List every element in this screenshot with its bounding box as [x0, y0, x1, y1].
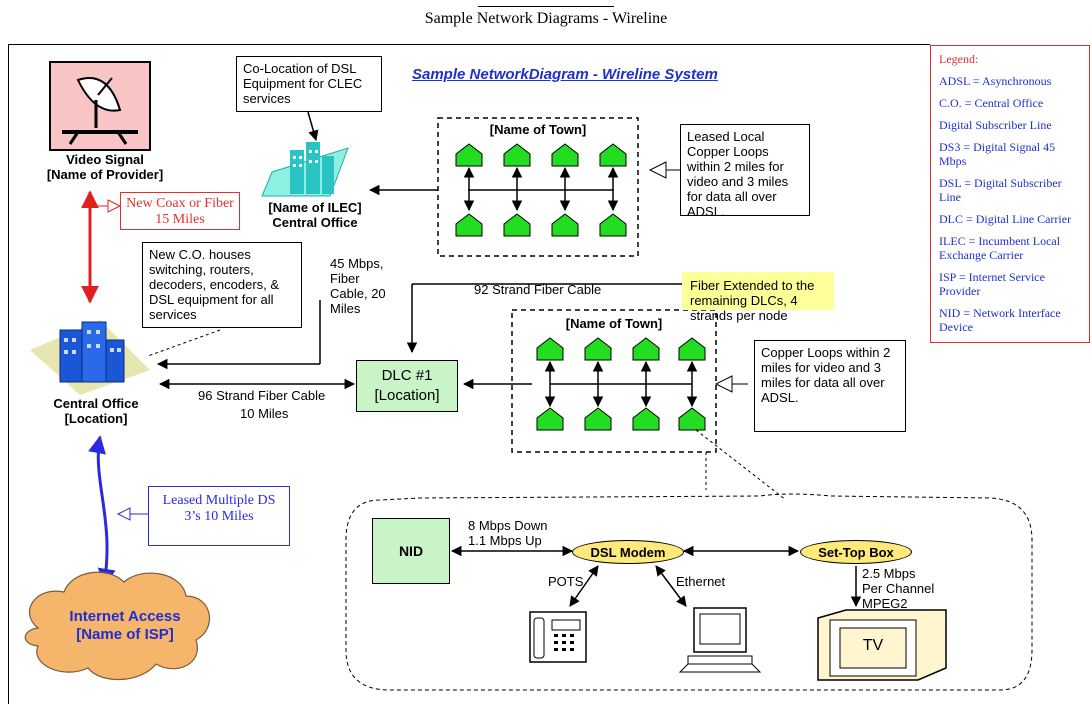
ethernet-label: Ethernet [676, 574, 726, 589]
frame-top [8, 44, 930, 45]
tv-rate-line3: MPEG2 [862, 596, 908, 611]
legend-item: ILEC = Incumbent Local Exchange Carrier [939, 234, 1061, 262]
town1-title: [Name of Town] [489, 122, 587, 137]
legend-item: DS3 = Digital Signal 45 Mbps [939, 140, 1056, 168]
nid-node: NID [372, 518, 450, 584]
pots-label: POTS [548, 574, 584, 589]
satellite-dish-icon [49, 61, 151, 151]
ilec-name: [Name of ILEC] [268, 200, 362, 215]
leased-ds3-callout: Leased Multiple DS 3’s 10 Miles [148, 486, 290, 546]
legend-item: DLC = Digital Line Carrier [939, 212, 1072, 226]
tv-icon [817, 609, 947, 681]
legend-item: ADSL = Asynchronous [939, 74, 1052, 88]
town2-boundary [511, 309, 717, 453]
central-office-location: [Location] [64, 411, 128, 426]
computer-icon [678, 607, 762, 673]
page-title: Sample Network Diagrams - Wireline [424, 10, 668, 27]
dlc-location: [Location] [374, 387, 440, 404]
miles10-label: 10 Miles [240, 406, 289, 421]
frame-left [8, 44, 9, 704]
central-office-name: Central Office [53, 396, 139, 411]
mbps-down-label: 8 Mbps Down [468, 518, 548, 533]
strand92-label: 92 Strand Fiber Cable [474, 282, 602, 297]
video-signal-name: Video Signal [66, 152, 144, 167]
ilec-building-icon [261, 142, 349, 197]
legend-box: Legend: ADSL = Asynchronous C.O. = Centr… [930, 45, 1090, 343]
set-top-box-node: Set-Top Box [800, 540, 912, 564]
video-signal-provider: [Name of Provider] [46, 167, 164, 182]
legend-title: Legend: [939, 52, 979, 66]
legend-item: DSL = Digital Subscriber Line [939, 176, 1062, 204]
dsl-modem-node: DSL Modem [572, 540, 684, 564]
town1-boundary [437, 117, 639, 257]
copper-loops-callout: Copper Loops within 2 miles for video an… [754, 340, 906, 432]
ilec-label: [Name of ILEC] Central Office [250, 200, 380, 230]
telephone-icon [529, 611, 587, 663]
legend-item: NID = Network Interface Device [939, 306, 1061, 334]
fiber-extended-callout: Fiber Extended to the remaining DLCs, 4 … [682, 272, 834, 323]
diagram-title: Sample NetworkDiagram - Wireline System [412, 66, 718, 83]
title-overline [478, 6, 614, 7]
internet-label: Internet Access [Name of ISP] [40, 608, 210, 644]
internet-cloud-icon [24, 571, 211, 681]
isp-name: [Name of ISP] [76, 626, 174, 643]
central-office-label: Central Office [Location] [36, 396, 156, 426]
tv-rate-label: 2.5 Mbps Per Channel MPEG2 [862, 566, 934, 611]
video-signal-label: Video Signal [Name of Provider] [20, 152, 190, 182]
town2-title: [Name of Town] [565, 316, 663, 331]
town2-houses [536, 337, 706, 431]
internet-link-line [88, 435, 116, 587]
mbps-up-label: 1.1 Mbps Up [468, 533, 542, 548]
tv-rate-line1: 2.5 Mbps [862, 566, 916, 581]
dlc-name: DLC #1 [381, 367, 433, 384]
dlc-node: DLC #1 [Location] [356, 360, 458, 412]
strand96-label: 96 Strand Fiber Cable [198, 388, 326, 403]
town1-houses [455, 143, 627, 237]
internet-name: Internet Access [69, 608, 181, 625]
new-co-callout: New C.O. houses switching, routers, deco… [142, 242, 302, 328]
legend-item: C.O. = Central Office [939, 96, 1044, 110]
ilec-type: Central Office [272, 215, 358, 230]
legend-item: ISP = Internet Service Provider [939, 270, 1045, 298]
central-office-building-icon [30, 320, 150, 395]
colocation-callout: Co-Location of DSL Equipment for CLEC se… [236, 56, 382, 112]
new-coax-callout: New Coax or Fiber 15 Miles [120, 192, 240, 230]
detail-bubble [345, 493, 1033, 691]
tv-rate-line2: Per Channel [862, 581, 935, 596]
leased-loops-callout: Leased Local Copper Loops within 2 miles… [680, 124, 810, 219]
tv-label: TV [862, 637, 884, 654]
legend-item: Digital Subscriber Line [939, 118, 1052, 132]
fiber-45-label: 45 Mbps, Fiber Cable, 20 Miles [330, 256, 386, 316]
